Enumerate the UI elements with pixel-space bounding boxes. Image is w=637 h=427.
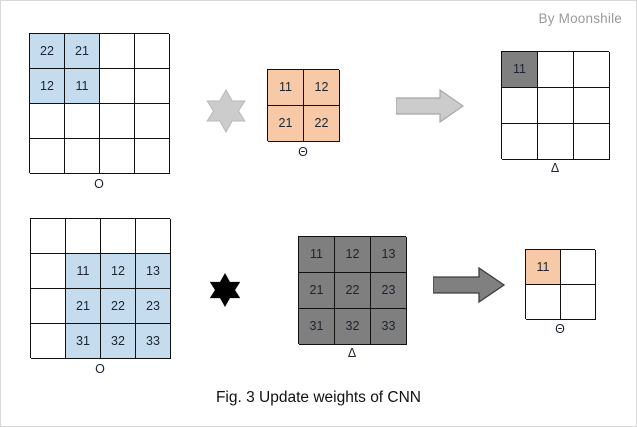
grid-cell xyxy=(574,124,610,160)
grid-cell xyxy=(561,250,596,285)
grid-cell xyxy=(66,219,101,254)
right-arrow-dark-icon xyxy=(432,266,506,304)
grid-cell: 11 xyxy=(268,70,304,106)
grid-cell xyxy=(574,52,610,88)
star-operator-solid-icon xyxy=(208,272,242,308)
grid-cell xyxy=(31,254,66,289)
grid-cell: 12 xyxy=(101,254,136,289)
grid-cell: 21 xyxy=(268,106,304,142)
grid-cell: 22 xyxy=(101,289,136,324)
grid-cell: 33 xyxy=(371,309,407,345)
grid-cell xyxy=(136,219,171,254)
grid-cell xyxy=(100,139,135,174)
grid-cell: 11 xyxy=(502,52,538,88)
grid-cell: 21 xyxy=(65,34,100,69)
grid-label-delta-bottom: Δ xyxy=(347,346,357,360)
grid-label-theta-top: Θ xyxy=(298,145,308,159)
grid-cell xyxy=(100,69,135,104)
grid-cell: 21 xyxy=(66,289,101,324)
grid-cell xyxy=(100,34,135,69)
figure-caption: Fig. 3 Update weights of CNN xyxy=(215,389,422,406)
grid-cell: 31 xyxy=(66,324,101,359)
grid-cell: 12 xyxy=(304,70,340,106)
grid-cell: 13 xyxy=(371,237,407,273)
grid-cell: 11 xyxy=(65,69,100,104)
grid-cell: 12 xyxy=(30,69,65,104)
grid-label-o-top: O xyxy=(94,177,104,191)
grid-cell xyxy=(135,104,170,139)
grid-cell: 11 xyxy=(66,254,101,289)
grid-cell: 31 xyxy=(299,309,335,345)
star-operator-outline-icon xyxy=(204,88,248,134)
grid-cell: 21 xyxy=(299,273,335,309)
grid-cell: 12 xyxy=(335,237,371,273)
grid-cell: 13 xyxy=(136,254,171,289)
grid-cell: 32 xyxy=(101,324,136,359)
grid-cell xyxy=(538,124,574,160)
grid-cell xyxy=(65,139,100,174)
grid-cell xyxy=(30,104,65,139)
grid-cell xyxy=(135,34,170,69)
grid-cell xyxy=(538,88,574,124)
grid-cell: 11 xyxy=(526,250,561,285)
grid-cell xyxy=(135,139,170,174)
grid-cell: 23 xyxy=(136,289,171,324)
grid-output-theta-bottom: 11 xyxy=(525,249,596,320)
grid-cell: 23 xyxy=(371,273,407,309)
grid-cell xyxy=(100,104,135,139)
grid-cell: 11 xyxy=(299,237,335,273)
grid-cell xyxy=(561,285,596,320)
grid-cell xyxy=(65,104,100,139)
grid-cell xyxy=(31,219,66,254)
grid-cell xyxy=(101,219,136,254)
grid-cell xyxy=(30,139,65,174)
right-arrow-light-icon xyxy=(395,88,465,124)
grid-label-o-bottom: O xyxy=(95,362,105,376)
grid-output-delta-top: 11 xyxy=(501,51,610,160)
grid-cell xyxy=(502,124,538,160)
grid-cell xyxy=(502,88,538,124)
grid-cell: 22 xyxy=(335,273,371,309)
grid-cell: 33 xyxy=(136,324,171,359)
grid-label-theta-bottom: Θ xyxy=(555,322,565,336)
grid-cell xyxy=(526,285,561,320)
grid-cell xyxy=(31,324,66,359)
grid-cell xyxy=(538,52,574,88)
grid-cell: 22 xyxy=(304,106,340,142)
grid-cell xyxy=(574,88,610,124)
grid-cell: 32 xyxy=(335,309,371,345)
grid-cell xyxy=(31,289,66,324)
grid-cell: 22 xyxy=(30,34,65,69)
grid-cell xyxy=(135,69,170,104)
credit-text: By Moonshile xyxy=(538,11,622,26)
grid-label-delta-top: Δ xyxy=(550,161,560,175)
